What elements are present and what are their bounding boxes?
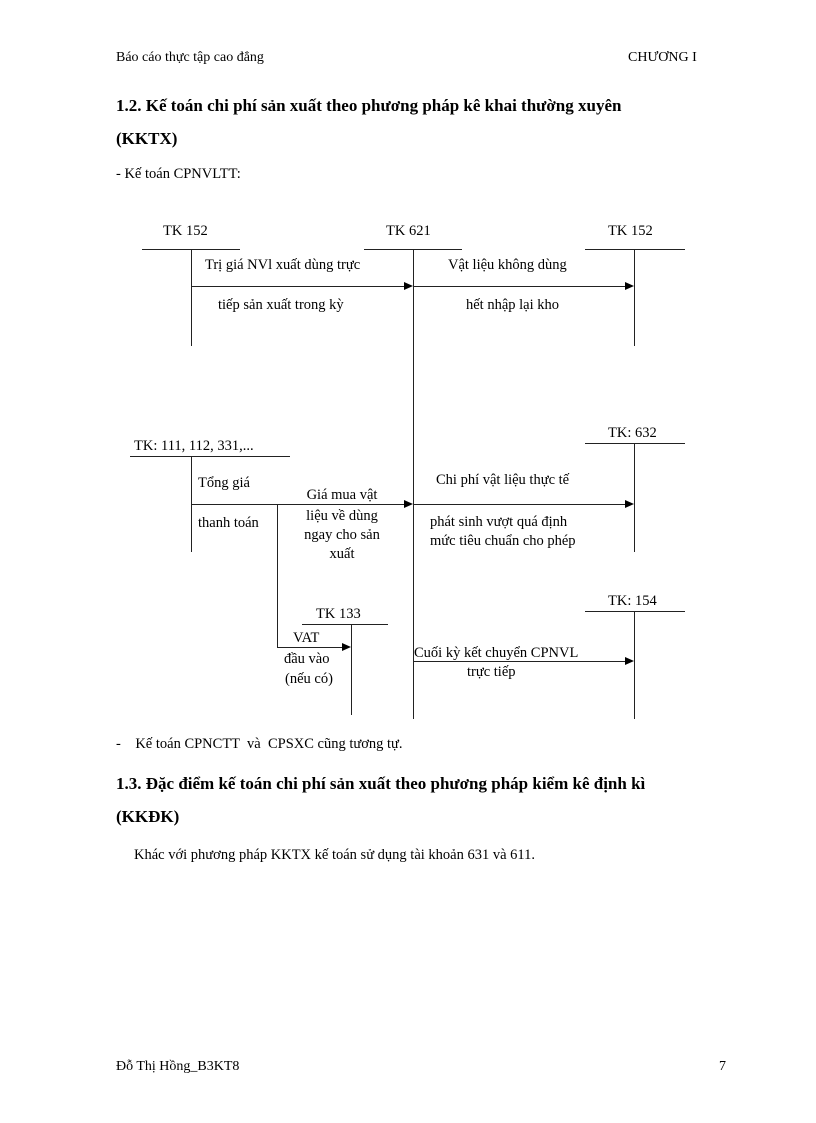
arrow-right-icon [625,657,634,665]
tk133-bar [302,624,388,625]
flow-nvl-out-label-1: Trị giá NVl xuất dùng trực [205,257,361,273]
account-tk152-right: TK 152 [608,223,653,239]
tk621-stem [413,249,414,719]
flow-excess-label-2: phát sinh vượt quá định [430,514,568,530]
arrow-right-icon [625,500,634,508]
flow-closing-label-2: trực tiếp [467,664,516,680]
flow-closing-line [413,661,626,662]
tk111-bar [130,456,290,457]
flow-total-label-1: Tổng giá [198,475,250,491]
account-tk133: TK 133 [316,606,361,622]
flow-vat-label-1: VAT [293,630,320,646]
header-left: Báo cáo thực tập cao đẳng [116,50,264,65]
flow-closing-label-1: Cuối kỳ kết chuyển CPNVL [414,645,579,661]
flow-purchase-line [191,504,405,505]
header-right: CHƯƠNG I [628,50,697,65]
flow-excess-label-3: mức tiêu chuẩn cho phép [430,533,576,549]
flow-vat-stem [277,504,278,647]
account-tk111: TK: 111, 112, 331,... [134,438,254,454]
note-text: - Kế toán CPNCTT và CPSXC cũng tương tự. [116,736,403,752]
tk152-right-bar [585,249,685,250]
flow-purchase-label-1: Giá mua vật [306,487,378,503]
footer-author: Đỗ Thị Hồng_B3KT8 [116,1059,240,1074]
tk632-bar [585,443,685,444]
account-tk154: TK: 154 [608,593,657,609]
account-tk632: TK: 632 [608,425,657,441]
flow-return-label-1: Vật liệu không dùng [448,257,567,273]
section-title-1-3: 1.3. Đặc điểm kế toán chi phí sản xuất t… [116,774,646,793]
flow-return-line [413,286,626,287]
section-1-3-body: Khác với phương pháp KKTX kế toán sử dụn… [134,847,536,863]
section-title-1-2-cont: (KKTX) [116,129,178,148]
arrow-right-icon [342,643,351,651]
flow-vat-label-3: (nếu có) [285,671,333,687]
flow-vat-label-2: đầu vào [284,651,330,667]
flow-return-label-2: hết nhập lại kho [466,297,560,313]
flow-nvl-out-line [191,286,405,287]
account-tk621: TK 621 [386,223,431,239]
flow-total-label-2: thanh toán [198,515,259,531]
tk154-bar [585,611,685,612]
arrow-right-icon [404,282,413,290]
section-title-1-2: 1.2. Kế toán chi phí sản xuất theo phươn… [116,96,622,115]
flow-nvl-out-label-2: tiếp sản xuất trong kỳ [218,297,344,313]
tk133-stem [351,624,352,715]
page-number: 7 [719,1059,726,1074]
flow-purchase-label-4: xuất [329,546,355,562]
flow-vat-line [277,647,343,648]
tk152-right-stem [634,249,635,346]
arrow-right-icon [404,500,413,508]
flow-excess-label-1: Chi phí vật liệu thực tế [436,472,570,488]
flow-purchase-label-2: liệu về dùng [306,508,378,524]
flow-purchase-label-3: ngay cho sản [304,527,380,543]
tk154-stem [634,611,635,719]
account-tk152-left: TK 152 [163,223,208,239]
tk632-stem [634,443,635,552]
section-title-1-3-cont: (KKĐK) [116,807,180,826]
tk152-left-stem [191,249,192,346]
arrow-right-icon [625,282,634,290]
intro-text: - Kế toán CPNVLTT: [116,166,241,182]
flow-excess-line [413,504,626,505]
